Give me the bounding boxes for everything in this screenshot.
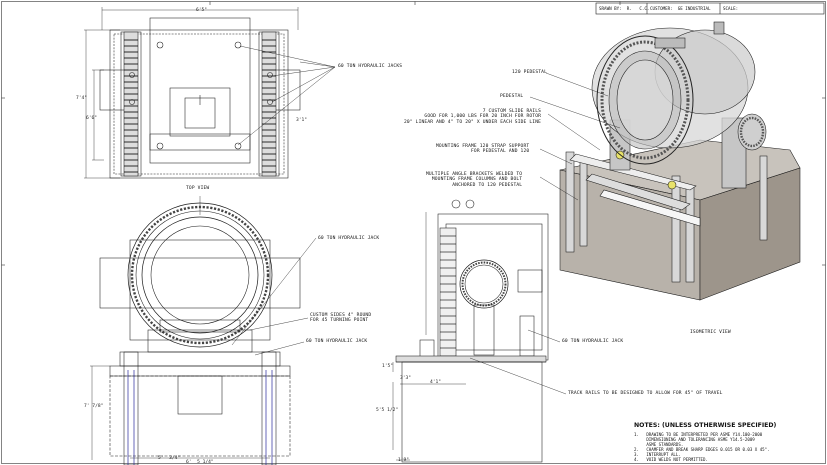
callout-hyd-jack-side: 60 TON HYDRAULIC JACK bbox=[562, 339, 624, 344]
view-label-isometric: ISOMETRIC VIEW bbox=[690, 330, 731, 335]
callout-pedestal: PEDESTAL bbox=[500, 94, 524, 99]
callout-custom-sides: CUSTOM SIDES 4" ROUND FOR 45 TURNING POI… bbox=[310, 313, 372, 324]
callout-pedestal-120: 120 PEDESTAL bbox=[512, 70, 547, 75]
dim-side-inner: 4'1" bbox=[430, 380, 442, 385]
notes-item: 1. DRAWING TO BE INTERPRETED PER ASME Y1… bbox=[634, 432, 763, 437]
isometric-view-drawing bbox=[529, 21, 801, 301]
dim-top-width: 6'5" bbox=[196, 8, 208, 13]
notes-heading: NOTES: (UNLESS OTHERWISE SPECIFIED) bbox=[634, 422, 777, 429]
callout-mounting-frame: MOUNTING FRAME 120 STRAP SUPPORT FOR PED… bbox=[436, 144, 530, 155]
dim-side-h-small: 1'5" bbox=[382, 364, 394, 369]
view-label-top: TOP VIEW bbox=[186, 186, 210, 191]
dim-top-left-inner: 6'6" bbox=[86, 116, 98, 121]
dim-front-bottom-w: 5' 3/4" bbox=[158, 456, 181, 461]
dim-side-h-mid: 3'3" bbox=[400, 376, 412, 381]
front-view-drawing bbox=[90, 196, 317, 465]
notes-item: DIMENSIONING AND TOLERANCING ASME Y14.5-… bbox=[634, 437, 755, 442]
callout-hyd-jacks-top: 60 TON HYDRAULIC JACKS bbox=[338, 64, 403, 69]
callout-hyd-jack-front-lower: 60 TON HYDRAULIC JACK bbox=[306, 339, 368, 344]
title-block-drawn-by: SRAWN BY: R. C.C. bbox=[599, 6, 650, 11]
title-block-customer: CUSTOMER: GE INDUSTRIAL bbox=[650, 6, 711, 11]
dim-front-height: 7' 7/8" bbox=[84, 404, 104, 409]
dim-side-bottom: 1'9" bbox=[398, 458, 410, 463]
notes-item: 4. VOID WELDS NOT PERMITTED. bbox=[634, 457, 708, 462]
callout-multiple-angle-brackets: MULTIPLE ANGLE BRACKETS WELDED TO MOUNTI… bbox=[426, 172, 523, 188]
notes-item: ASME STANDARDS. bbox=[634, 442, 684, 447]
notes-item: 2. CHAMFER AND BREAK SHARP EDGES 0.015 O… bbox=[634, 447, 770, 452]
dim-side-height: 5'5 1/2" bbox=[376, 408, 399, 413]
notes-item: 3. INTERRUPT ALL. bbox=[634, 452, 681, 457]
callout-hyd-jack-front-upper: 60 TON HYDRAULIC JACK bbox=[318, 236, 380, 241]
dim-front-base-w: 6' 5 1/4" bbox=[186, 460, 214, 465]
title-block-scale: SCALE: bbox=[723, 6, 739, 11]
dim-top-left-span: 7'4" bbox=[76, 96, 88, 101]
title-block bbox=[595, 2, 825, 15]
side-view-drawing bbox=[392, 199, 567, 463]
dim-side-right-w: 3'1" bbox=[296, 118, 308, 123]
callout-track-rails: TRACK RAILS TO BE DESIGNED TO ALLOW FOR … bbox=[568, 391, 723, 396]
top-view-drawing bbox=[84, 7, 336, 179]
callout-custom-slide-rails: 7 CUSTOM SLIDE RAILS GOOD FOR 1,000 LBS … bbox=[404, 109, 542, 125]
